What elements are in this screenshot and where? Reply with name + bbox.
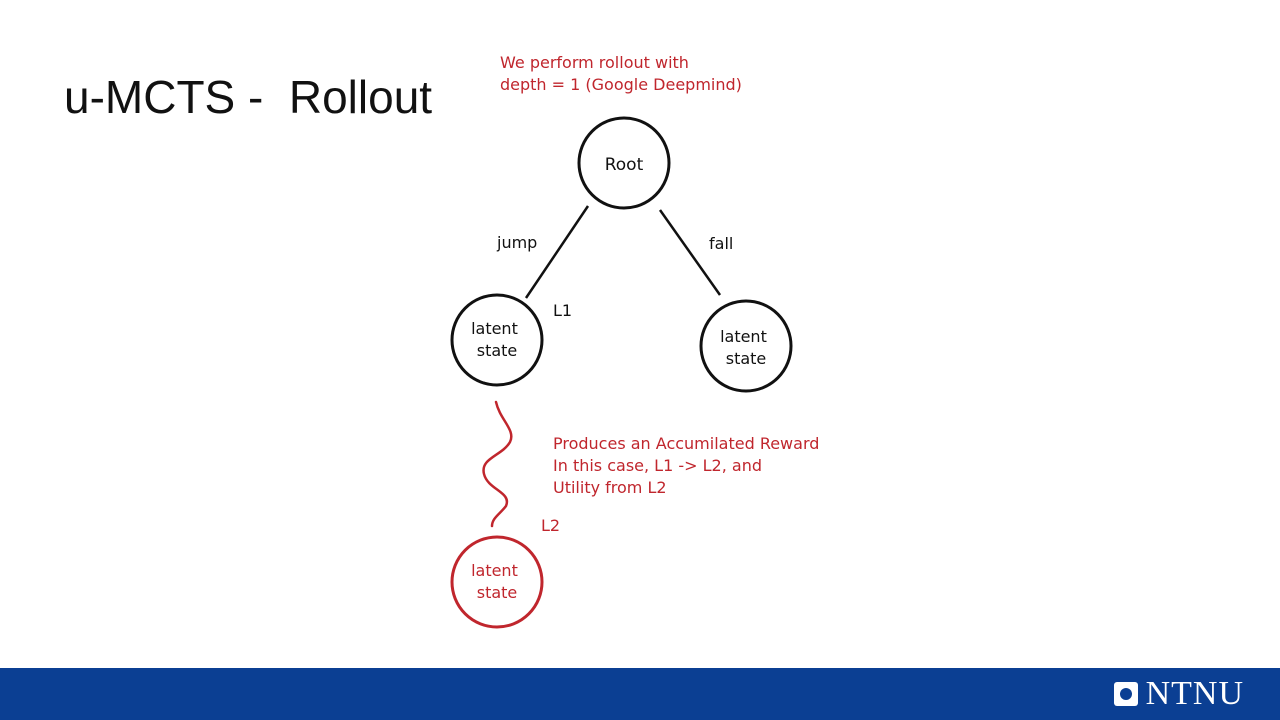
rollout-leaf-label-line-1: latent [471,561,518,580]
rollout-leaf-label-line-2: state [477,583,518,602]
edge-jump [524,205,590,299]
left-child-node [450,293,544,387]
rollout-leaf-label: latent state [471,561,523,602]
root-node-label: Root [605,155,644,175]
annotation-top-line-2: depth = 1 (Google Deepmind) [500,75,742,94]
level-l2-label: L2 [541,516,560,535]
rollout-note: Produces an Accumilated Reward In this c… [553,434,825,497]
right-child-label-line-2: state [726,349,767,368]
ntnu-logo-icon [1113,682,1138,706]
edge-jump-label: jump [496,233,537,252]
left-child-label-line-2: state [477,341,518,360]
rollout-note-line-3: Utility from L2 [553,478,667,497]
right-child-label-line-1: latent [720,327,767,346]
annotation-top: We perform rollout with depth = 1 (Googl… [500,53,742,94]
level-l1-label: L1 [553,301,572,320]
rollout-note-line-2: In this case, L1 -> L2, and [553,456,762,475]
edge-fall-label: fall [709,234,733,253]
left-child-label-line-1: latent [471,319,518,338]
rollout-diagram: We perform rollout with depth = 1 (Googl… [450,53,825,629]
slide-title: u-MCTS - Rollout [64,71,433,123]
rollout-note-line-1: Produces an Accumilated Reward [553,434,819,453]
ntnu-logo-text: NTNU [1145,675,1244,712]
annotation-top-line-1: We perform rollout with [500,53,689,72]
footer-bar: NTNU [0,668,1280,720]
rollout-leaf-node [450,535,544,629]
left-child-label: latent state [471,319,523,360]
ntnu-logo: NTNU [1113,675,1244,712]
right-child-node [699,299,793,393]
root-node [577,116,671,210]
right-child-label: latent state [720,327,772,368]
edge-fall [658,209,722,296]
rollout-squiggle [482,400,513,528]
